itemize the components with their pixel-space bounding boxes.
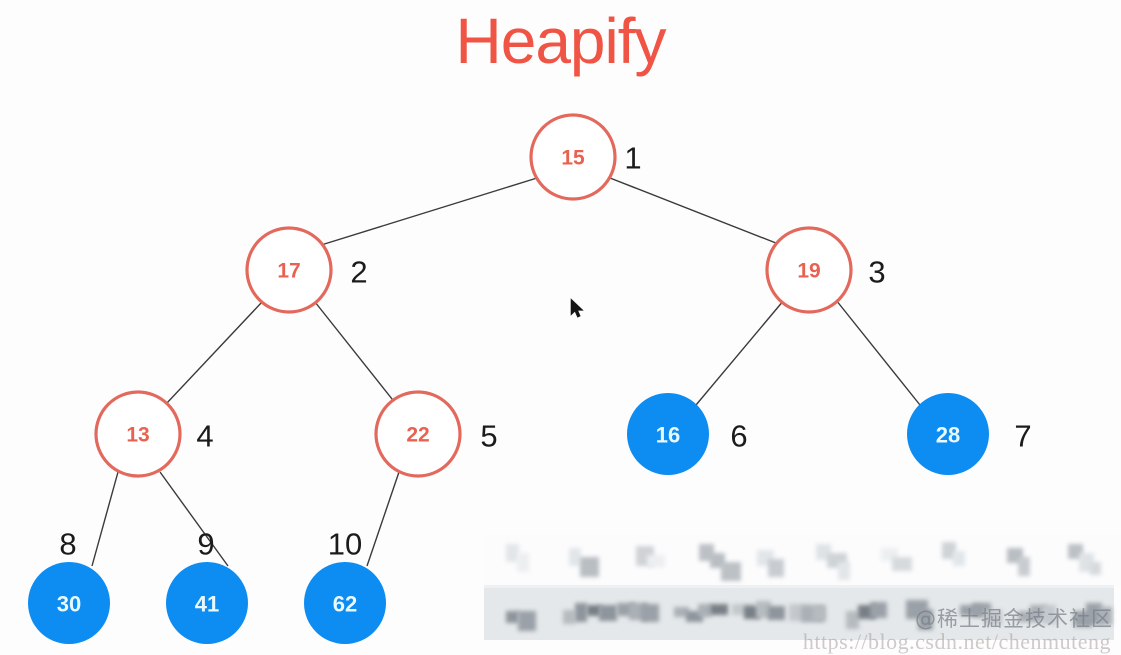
node-index-label-8: 8 — [59, 527, 76, 562]
node-index-label-3: 3 — [868, 255, 885, 290]
node-value-1: 15 — [561, 147, 585, 170]
tree-node-1[interactable]: 15 — [529, 113, 617, 201]
node-value-2: 17 — [277, 260, 300, 283]
node-index-label-10: 10 — [328, 527, 362, 562]
tree-node-9[interactable]: 41 — [166, 562, 248, 644]
node-circle-1[interactable] — [529, 113, 617, 201]
node-index-label-5: 5 — [480, 419, 497, 454]
tree-edge-5-10 — [366, 471, 400, 567]
node-value-4: 13 — [126, 424, 149, 447]
node-value-7: 28 — [936, 423, 960, 448]
node-circle-8[interactable] — [28, 562, 110, 644]
tree-node-6[interactable]: 16 — [627, 393, 709, 475]
node-index-label-9: 9 — [197, 527, 214, 562]
tree-node-7[interactable]: 28 — [907, 393, 989, 475]
tree-node-5[interactable]: 22 — [374, 390, 462, 478]
tree-edge-1-3 — [609, 177, 782, 246]
tree-edge-4-8 — [91, 471, 119, 567]
watermark-community: @稀土掘金技术社区 — [915, 607, 1113, 631]
tree-node-8[interactable]: 30 — [28, 562, 110, 644]
node-circle-10[interactable] — [304, 562, 386, 644]
node-index-label-2: 2 — [350, 255, 367, 290]
tree-edge-1-2 — [317, 177, 538, 247]
node-value-3: 19 — [797, 260, 820, 283]
tree-node-4[interactable]: 13 — [94, 390, 182, 478]
node-value-5: 22 — [406, 424, 429, 447]
page-title: Heapify — [455, 5, 667, 77]
node-index-label-1: 1 — [624, 141, 641, 176]
tree-edge-2-5 — [314, 301, 397, 405]
node-circle-9[interactable] — [166, 562, 248, 644]
node-circle-5[interactable] — [374, 390, 462, 478]
tree-node-indices: 1 2 3 4 5 6 7 8 9 10 — [59, 141, 1031, 562]
tree-edge-4-9 — [159, 471, 229, 567]
node-value-9: 41 — [195, 592, 219, 617]
node-value-8: 30 — [57, 592, 81, 617]
node-value-6: 16 — [656, 423, 680, 448]
node-circle-7[interactable] — [907, 393, 989, 475]
watermark-url: https://blog.csdn.net/chenmuteng — [802, 629, 1111, 654]
node-value-10: 62 — [333, 592, 357, 617]
node-index-label-7: 7 — [1014, 419, 1031, 454]
node-circle-4[interactable] — [94, 390, 182, 478]
node-circle-6[interactable] — [627, 393, 709, 475]
node-circle-2[interactable] — [245, 226, 333, 314]
node-index-label-6: 6 — [730, 419, 747, 454]
tree-edge-2-4 — [165, 301, 263, 405]
node-index-label-4: 4 — [196, 419, 213, 454]
node-circle-3[interactable] — [765, 226, 853, 314]
tree-node-3[interactable]: 19 — [765, 226, 853, 314]
tree-edge-3-7 — [835, 299, 921, 406]
tree-edges — [91, 177, 921, 567]
tree-node-10[interactable]: 62 — [304, 562, 386, 644]
tree-node-2[interactable]: 17 — [245, 226, 333, 314]
tree-edge-3-6 — [695, 299, 785, 406]
